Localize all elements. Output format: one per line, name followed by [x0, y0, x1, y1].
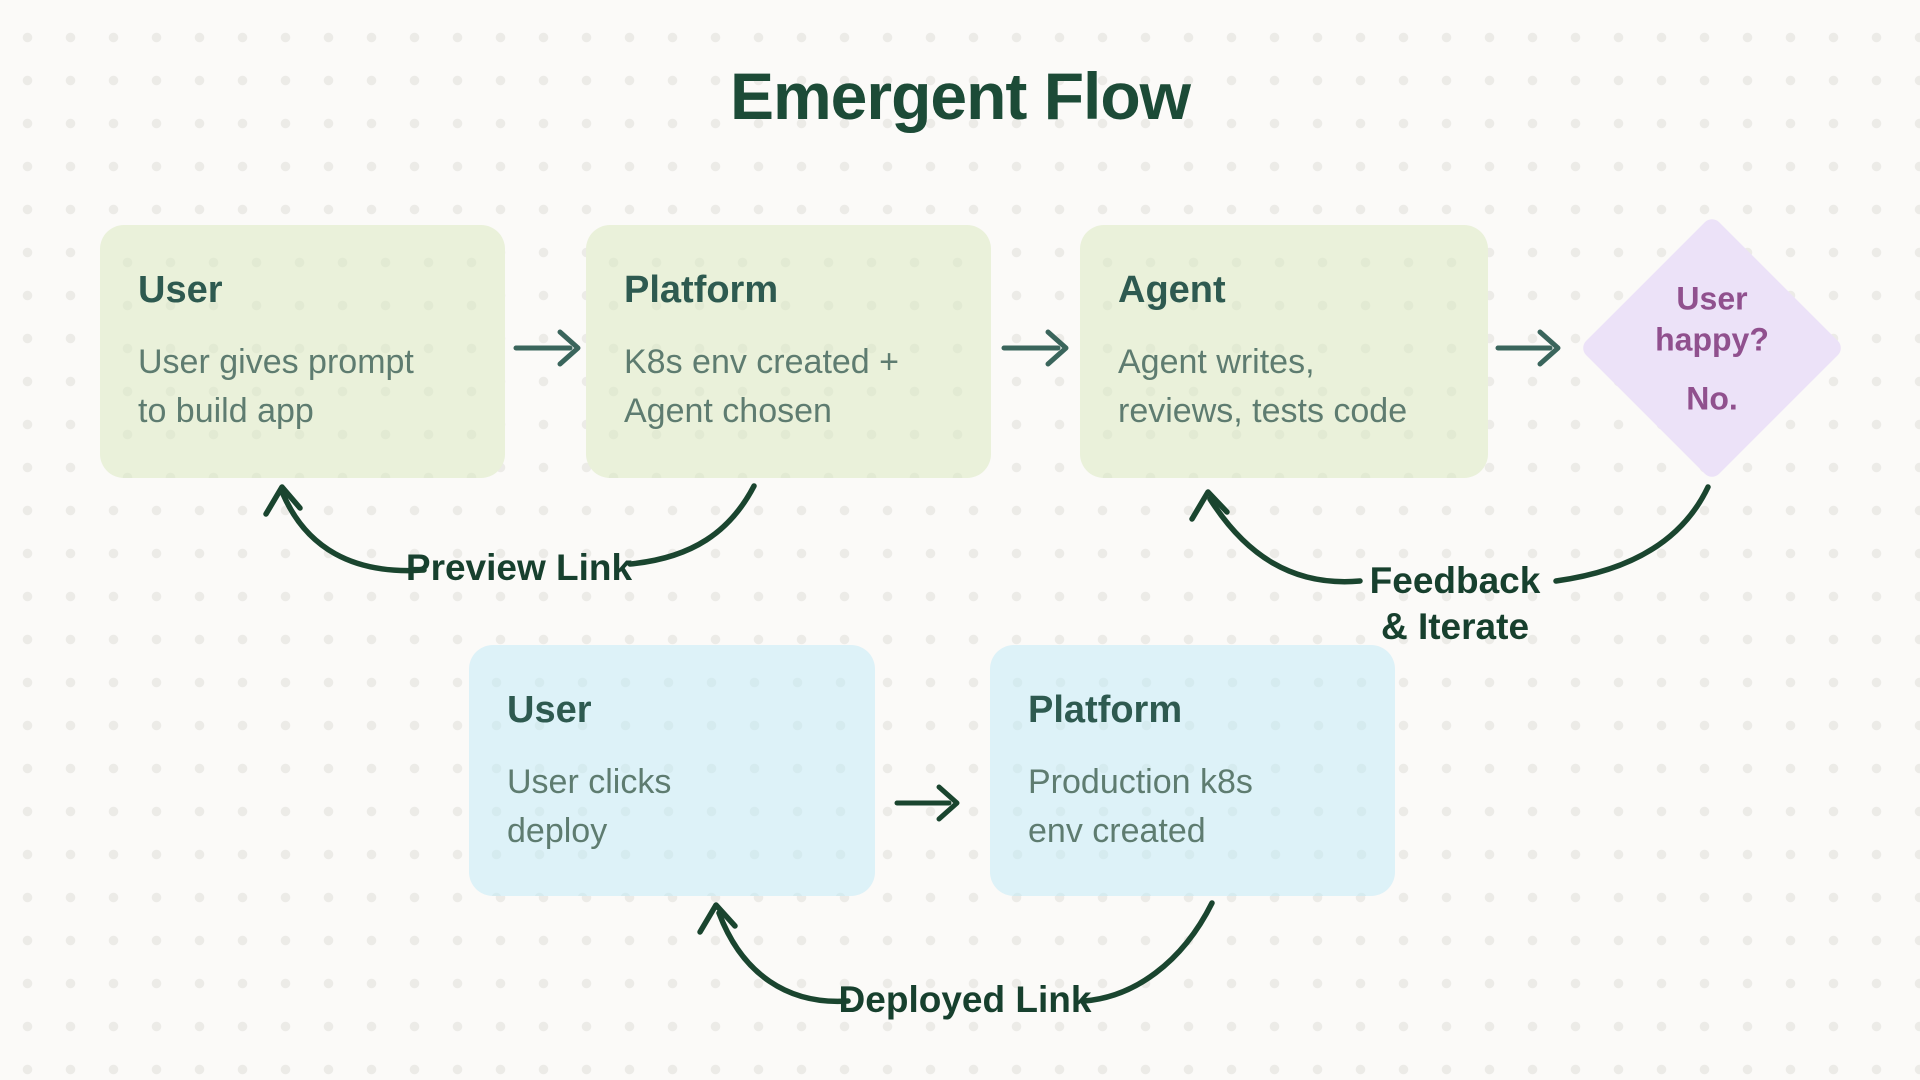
label-deployed-link: Deployed Link [838, 978, 1092, 1020]
label-feedback-iterate: Feedback & Iterate [1369, 559, 1541, 647]
box-platform-production-body: Production k8s env created [1028, 763, 1253, 851]
arrow-platform-to-agent [1001, 329, 1069, 367]
box-user-prompt-title: User [138, 269, 223, 311]
decision-text-block: User happy? No. [1655, 279, 1769, 418]
arrow-user-to-platform [513, 329, 581, 367]
box-agent-code: Agent Agent writes, reviews, tests code [1080, 225, 1488, 478]
box-agent-code-body: Agent writes, reviews, tests code [1118, 343, 1408, 431]
box-platform-production: Platform Production k8s env created [990, 645, 1395, 896]
decision-question: User happy? [1655, 280, 1769, 358]
box-platform-env-body: K8s env created + Agent chosen [624, 343, 900, 431]
box-platform-env: Platform K8s env created + Agent chosen [586, 225, 991, 478]
box-platform-env-title: Platform [624, 269, 779, 311]
arrow-deploy-to-production [894, 784, 960, 822]
box-platform-production-title: Platform [1028, 689, 1183, 731]
label-preview-link: Preview Link [405, 546, 633, 588]
box-user-prompt: User User gives prompt to build app [100, 225, 505, 478]
box-user-deploy-title: User [507, 689, 592, 731]
box-user-deploy-body: User clicks deploy [507, 763, 672, 851]
box-user-deploy: User User clicks deploy [469, 645, 875, 896]
decision-answer: No. [1686, 380, 1738, 417]
diagram-title: Emergent Flow [729, 59, 1191, 133]
arrow-agent-to-decision [1495, 329, 1561, 367]
box-agent-code-title: Agent [1118, 269, 1226, 311]
box-user-prompt-body: User gives prompt to build app [138, 343, 414, 431]
